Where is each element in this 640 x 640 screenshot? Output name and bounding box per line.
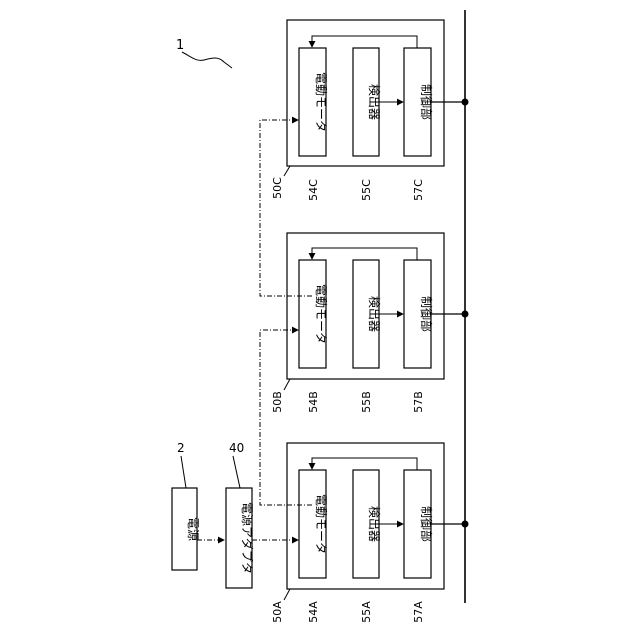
unit-a: 電動モータ 検出器 制御部 [287,443,469,589]
unit-c-ref: 50C [271,177,284,199]
detector-c-ref: 55C [360,179,373,201]
controller-a-to-motor-line [312,458,417,470]
motor-b-ref: 54B [307,391,320,413]
adapter-leader [233,456,240,488]
power-source-leader [181,456,186,488]
power-source-label: 電源 [186,517,200,541]
controller-a-ref: 57A [412,601,425,623]
controller-b-ref: 57B [412,391,425,413]
detector-a-label: 検出器 [367,506,381,542]
unit-c-leader [284,166,290,176]
power-source-block: 電源 [172,488,200,570]
detector-a-ref: 55A [360,601,373,623]
adapter-ref: 40 [229,441,244,455]
adapter-block: 電源アダプタ [226,488,255,588]
unit-c: 電動モータ 検出器 制御部 [287,20,469,166]
adapter-label: 電源アダプタ [240,502,255,574]
unit-b-leader [284,379,290,390]
bus-junction-c [462,99,469,106]
chain-b-to-c-line [260,120,312,296]
controller-b-to-motor-line [312,248,417,260]
unit-b-ref: 50B [271,391,284,413]
motor-b-label: 電動モータ [314,284,328,344]
motor-a-label: 電動モータ [314,494,328,554]
detector-b-label: 検出器 [367,296,381,332]
detector-c-label: 検出器 [367,84,381,120]
bus-junction-a [462,521,469,528]
controller-c-to-motor-line [312,36,417,48]
bus-junction-b [462,311,469,318]
motor-a-ref: 54A [307,601,320,623]
system-ref-leader [182,52,232,68]
chain-a-to-b-line [260,330,312,505]
motor-c-label: 電動モータ [314,72,328,132]
detector-b-ref: 55B [360,391,373,413]
system-ref-label: 1 [176,38,184,53]
unit-b: 電動モータ 検出器 制御部 [287,233,469,379]
power-source-ref: 2 [177,441,185,455]
unit-a-leader [284,589,290,600]
controller-c-ref: 57C [412,179,425,201]
motor-c-ref: 54C [307,179,320,201]
unit-a-ref: 50A [271,601,284,623]
